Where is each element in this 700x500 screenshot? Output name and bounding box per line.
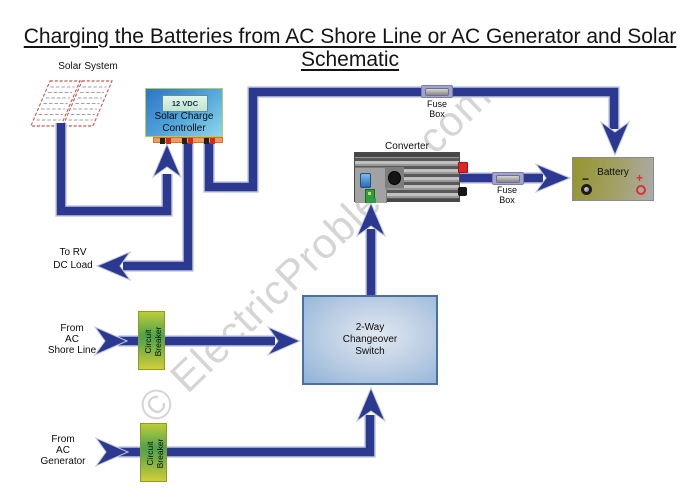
solar-system-label: Solar System bbox=[58, 61, 118, 72]
solar-charge-controller: 12 VDC Solar Charge Controller bbox=[145, 88, 223, 137]
battery-label: Battery bbox=[597, 167, 629, 178]
converter-label: Converter bbox=[385, 141, 429, 152]
converter-fan-module bbox=[385, 167, 404, 188]
arrowhead-generator-inlet-icon bbox=[94, 436, 130, 468]
ac-generator-label: From AC Generator bbox=[40, 434, 86, 467]
terminal-pair bbox=[204, 138, 215, 144]
arrowhead-into-converter-icon bbox=[355, 201, 387, 238]
controller-label: Solar Charge Controller bbox=[154, 111, 214, 134]
page-title-line2: Schematic bbox=[300, 48, 400, 72]
arrowhead-into-battery-left-icon bbox=[534, 162, 572, 194]
rv-dc-load-label: To RV DC Load bbox=[53, 247, 93, 271]
converter bbox=[354, 152, 468, 203]
page-title: Charging the Batteries from AC Shore Lin… bbox=[0, 25, 700, 71]
terminal-pair bbox=[182, 138, 193, 144]
controller-terminal-strip bbox=[153, 137, 223, 144]
circuit-breaker-shore-label: Circuit Breaker bbox=[142, 326, 163, 357]
fan-icon bbox=[388, 171, 401, 185]
circuit-breaker-generator: Circuit Breaker bbox=[140, 423, 167, 482]
terminal-pair bbox=[160, 138, 171, 144]
fuse-box-mid bbox=[492, 172, 524, 185]
arrowhead-to-rv-load-icon bbox=[95, 250, 132, 282]
fuse-box-mid-label: Fuse Box bbox=[496, 185, 517, 205]
fuse-icon bbox=[425, 87, 449, 96]
converter-bottom-port-icon bbox=[367, 198, 376, 203]
battery-positive-post-icon bbox=[636, 185, 646, 195]
converter-positive-terminal-icon bbox=[458, 162, 468, 173]
battery-negative-post-icon bbox=[581, 184, 592, 195]
fuse-box-top-label: Fuse Box bbox=[426, 99, 447, 119]
changeover-switch-label: 2-Way Changeover Switch bbox=[342, 322, 398, 357]
circuit-breaker-generator-label: Circuit Breaker bbox=[144, 438, 165, 469]
wire-layer bbox=[61, 92, 614, 452]
circuit-breaker-shore: Circuit Breaker bbox=[138, 311, 165, 370]
controller-voltage-display: 12 VDC bbox=[162, 95, 208, 112]
arrowhead-into-switch-left-icon bbox=[266, 325, 302, 357]
battery-minus-sign: − bbox=[582, 172, 590, 186]
wire-halo-layer bbox=[61, 92, 614, 452]
changeover-switch: 2-Way Changeover Switch bbox=[302, 295, 438, 385]
arrowhead-into-controller-icon bbox=[151, 142, 183, 179]
page-title-line1: Charging the Batteries from AC Shore Lin… bbox=[23, 25, 677, 49]
solar-panel-left bbox=[30, 80, 81, 127]
battery-plus-sign: + bbox=[636, 171, 644, 185]
arrowhead-into-switch-bottom-icon bbox=[355, 386, 387, 423]
battery: Battery − + bbox=[572, 157, 654, 201]
arrowhead-into-battery-top-icon bbox=[599, 120, 631, 157]
converter-negative-terminal-icon bbox=[458, 187, 467, 196]
converter-control-panel bbox=[355, 167, 387, 203]
fuse-box-top bbox=[421, 85, 453, 98]
ac-shore-line-label: From AC Shore Line bbox=[47, 323, 97, 356]
solar-panel-right bbox=[62, 80, 113, 127]
arrowhead-shore-inlet-icon bbox=[93, 325, 129, 357]
fuse-icon bbox=[496, 174, 520, 183]
converter-switch-icon bbox=[360, 173, 371, 188]
